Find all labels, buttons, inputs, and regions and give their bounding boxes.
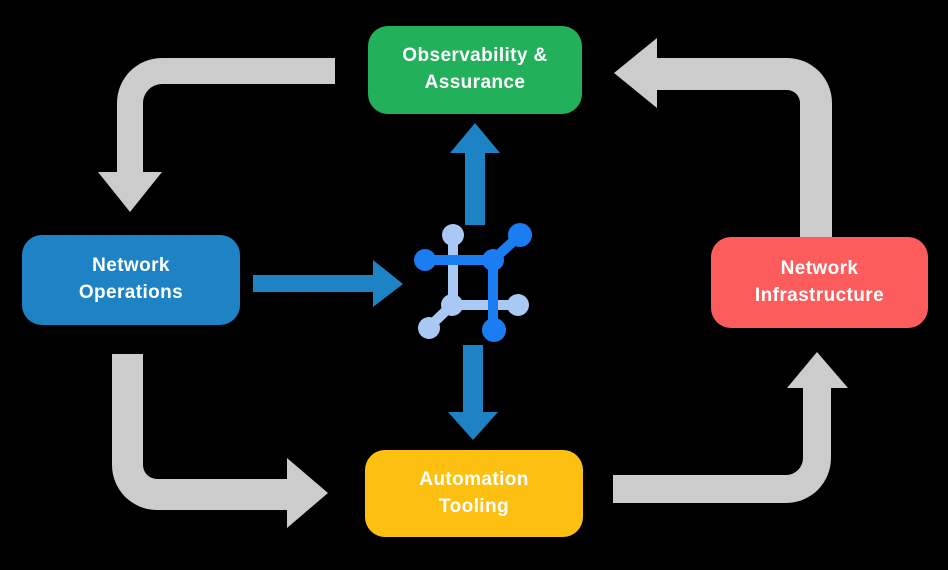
node-automation-tooling: Automation Tooling — [365, 450, 583, 537]
arrow-infrastructure-to-observability — [614, 38, 832, 237]
network-nodes-icon — [414, 223, 532, 342]
node-network-infrastructure-label: Network Infrastructure — [754, 257, 885, 306]
arrow-center-to-observability — [450, 123, 500, 225]
node-network-operations: Network Operations — [22, 235, 240, 325]
arrow-observability-to-operations — [98, 58, 335, 212]
node-observability-assurance: Observability & Assurance — [368, 26, 582, 114]
arrow-operations-to-center — [253, 260, 403, 307]
arrow-operations-to-automation — [112, 354, 328, 528]
node-network-infrastructure: Network Infrastructure — [711, 237, 928, 328]
node-observability-assurance-label: Observability & Assurance — [402, 45, 548, 93]
arrow-center-to-automation — [448, 345, 498, 440]
arrow-automation-to-infrastructure — [613, 352, 848, 503]
node-automation-tooling-label: Automation Tooling — [419, 468, 529, 517]
node-network-operations-label: Network Operations — [78, 255, 184, 303]
